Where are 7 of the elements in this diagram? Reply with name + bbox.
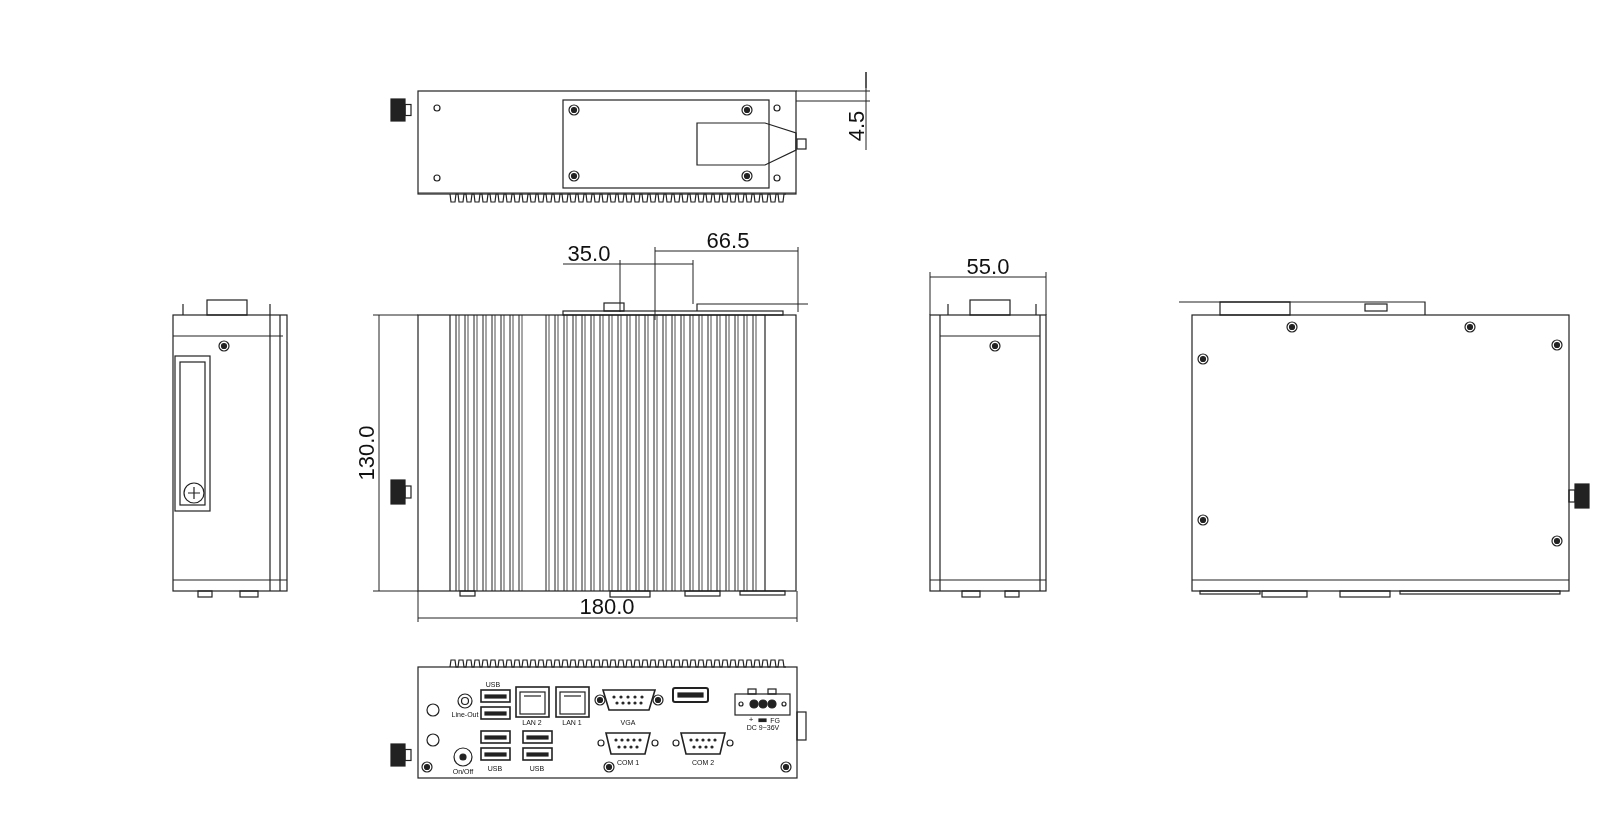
dimension-label: 66.5	[706, 230, 750, 252]
port-label: +	[748, 716, 754, 724]
dimension-label: 35.0	[567, 243, 611, 265]
dimension-label: 180.0	[579, 596, 635, 618]
dimension-label: 4.5	[846, 110, 868, 142]
dimension-label: 55.0	[966, 256, 1010, 278]
dimension-label: 130.0	[356, 425, 378, 481]
